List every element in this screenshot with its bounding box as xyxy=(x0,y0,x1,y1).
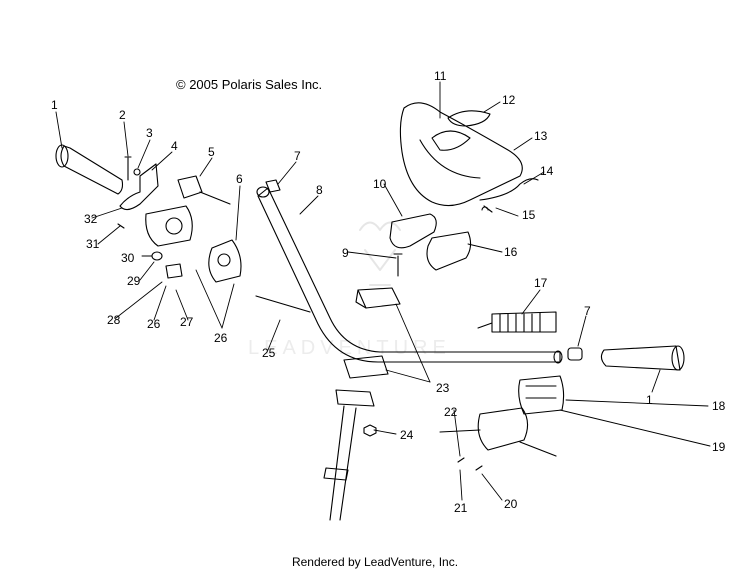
callout-23: 23 xyxy=(436,381,450,395)
bar-end-right xyxy=(567,347,583,361)
callout-24: 24 xyxy=(400,428,414,442)
switch-5 xyxy=(177,175,231,205)
callout-numbers: 1 2 3 4 5 6 7 8 9 10 11 12 13 14 15 16 1… xyxy=(51,69,726,515)
throttle-housing xyxy=(439,407,557,457)
callout-28: 28 xyxy=(107,313,121,327)
clamp-lower xyxy=(343,355,389,379)
nut-24 xyxy=(363,424,377,437)
callout-26-left: 26 xyxy=(147,317,161,331)
watermark: LEADVENTURE xyxy=(248,337,451,359)
callout-12: 12 xyxy=(502,93,516,107)
callout-7-left: 7 xyxy=(294,149,301,163)
callout-19: 19 xyxy=(712,440,726,454)
callout-2: 2 xyxy=(119,108,126,122)
steering-post xyxy=(323,389,375,521)
callout-1-left: 1 xyxy=(51,98,58,112)
housing-30 xyxy=(145,205,193,247)
throttle-sleeve xyxy=(477,311,557,333)
screw-31 xyxy=(117,223,125,229)
callout-16: 16 xyxy=(504,245,518,259)
callout-22: 22 xyxy=(444,405,458,419)
callout-1-right: 1 xyxy=(646,393,653,407)
callout-5: 5 xyxy=(208,145,215,159)
grip-right xyxy=(600,345,685,371)
block-27 xyxy=(165,263,183,279)
callout-6: 6 xyxy=(236,172,243,186)
callout-3: 3 xyxy=(146,126,153,140)
grip-left xyxy=(55,144,124,195)
callout-4: 4 xyxy=(171,139,178,153)
callout-18: 18 xyxy=(712,399,726,413)
screw-2 xyxy=(124,156,132,181)
cap-29 xyxy=(151,251,163,261)
footer-credit: Rendered by LeadVenture, Inc. xyxy=(291,555,459,569)
callout-30: 30 xyxy=(121,251,135,265)
clamp-upper xyxy=(355,287,401,309)
callout-27: 27 xyxy=(180,315,194,329)
lever-4 xyxy=(119,163,159,211)
screw-20 xyxy=(475,465,483,471)
callout-15: 15 xyxy=(522,208,536,222)
cover-10 xyxy=(389,213,437,249)
callout-11: 11 xyxy=(434,69,447,83)
switch-18 xyxy=(518,375,565,415)
callout-20: 20 xyxy=(504,497,518,511)
callout-31: 31 xyxy=(86,237,100,251)
housing-6 xyxy=(208,239,242,283)
watermark-emblem xyxy=(359,221,401,286)
bolt-9 xyxy=(393,253,403,277)
leader-lines xyxy=(55,81,711,501)
callout-29: 29 xyxy=(127,274,141,288)
callout-7-right: 7 xyxy=(584,304,591,318)
callout-32: 32 xyxy=(84,212,98,226)
callout-25: 25 xyxy=(262,346,276,360)
washer-3 xyxy=(133,168,141,176)
bar-end-left xyxy=(265,179,281,193)
callout-10: 10 xyxy=(373,177,387,191)
screw-15 xyxy=(481,205,493,213)
handlebar xyxy=(256,186,563,364)
cable-25 xyxy=(255,295,311,313)
callout-13: 13 xyxy=(534,129,548,143)
copyright-text: © 2005 Polaris Sales Inc. xyxy=(176,77,323,92)
callout-14: 14 xyxy=(540,164,554,178)
callout-17: 17 xyxy=(534,276,548,290)
handlebar-shroud xyxy=(399,102,523,207)
callout-26-right: 26 xyxy=(214,331,228,345)
callout-21: 21 xyxy=(454,501,468,515)
cover-16 xyxy=(426,231,472,271)
screw-21 xyxy=(457,457,465,463)
callout-9: 9 xyxy=(342,246,349,260)
callout-8: 8 xyxy=(316,183,323,197)
